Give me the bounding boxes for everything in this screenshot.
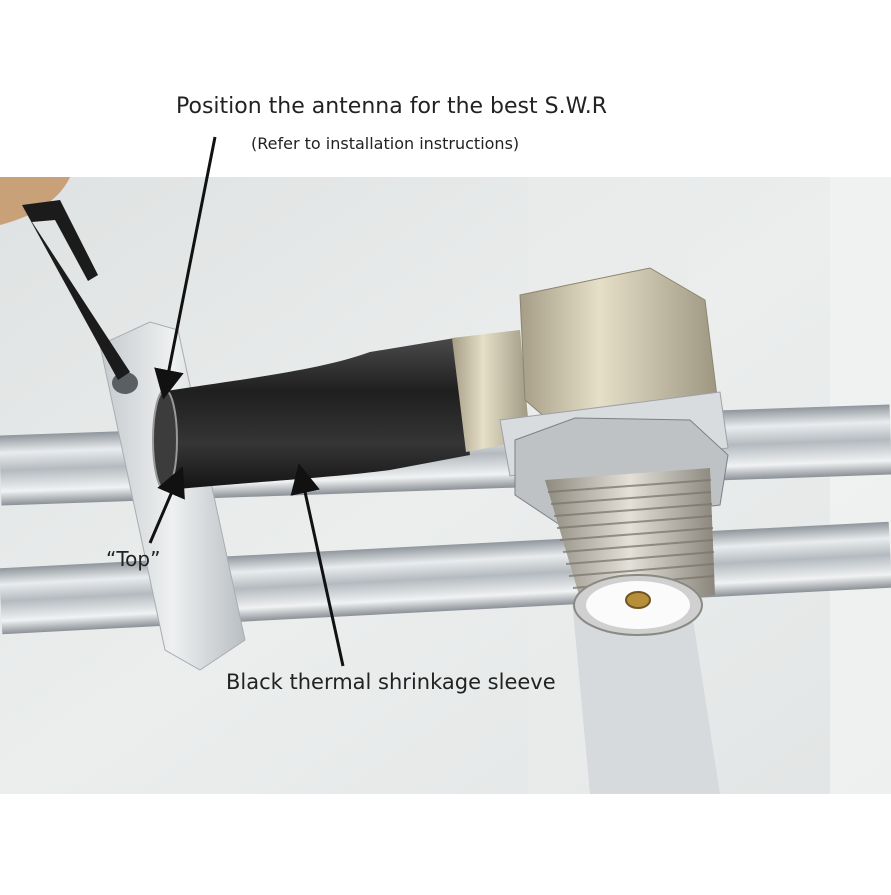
threaded-socket bbox=[545, 468, 715, 615]
swr-instruction-title: Position the antenna for the best S.W.R bbox=[176, 94, 608, 119]
hex-key-tool bbox=[22, 200, 130, 380]
fingertip bbox=[0, 177, 70, 225]
vertical-aluminum-bar bbox=[572, 600, 720, 794]
arrow-to-clamp-top bbox=[154, 136, 217, 400]
sleeve-end-ring bbox=[152, 389, 178, 491]
center-pin bbox=[625, 591, 651, 609]
installation-reference-note: (Refer to installation instructions) bbox=[251, 134, 520, 153]
shrink-sleeve bbox=[160, 338, 470, 490]
arrow-top-label bbox=[148, 466, 185, 544]
sleeve-label: Black thermal shrinkage sleeve bbox=[226, 670, 556, 694]
top-label: “Top” bbox=[106, 547, 161, 571]
socket-threads bbox=[547, 479, 715, 589]
arrow-to-sleeve bbox=[290, 463, 345, 667]
backdrop-panel-far-right bbox=[830, 177, 891, 794]
